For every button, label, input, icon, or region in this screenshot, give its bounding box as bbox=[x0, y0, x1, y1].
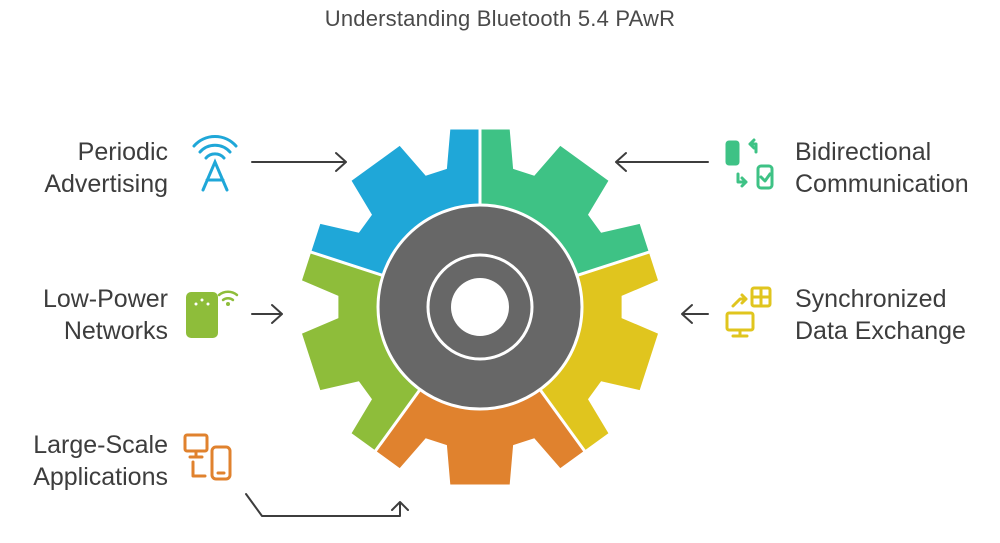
segment-divider bbox=[537, 387, 590, 457]
arrow-large-scale bbox=[245, 493, 409, 517]
segment-divider bbox=[304, 248, 386, 278]
arrow-bidirectional bbox=[615, 152, 709, 172]
multi-device-icon bbox=[183, 433, 232, 481]
wifi-device-icon bbox=[186, 290, 239, 338]
antenna-icon bbox=[192, 135, 238, 192]
segment-divider bbox=[574, 248, 656, 278]
segment-divider bbox=[370, 387, 423, 457]
connector-arrows bbox=[245, 152, 709, 517]
diagram-title: Understanding Bluetooth 5.4 PAwR bbox=[324, 6, 676, 31]
label-bidirectional-communication: Bidirectional Communication bbox=[795, 138, 969, 198]
gear-segment-orange bbox=[327, 307, 633, 485]
label-periodic-advertising: Periodic Advertising bbox=[44, 138, 168, 198]
label-large-scale-applications: Large-Scale Applications bbox=[33, 431, 168, 491]
hub-ring bbox=[426, 253, 534, 361]
gear-dividers bbox=[304, 123, 656, 457]
label-low-power-networks: Low-Power Networks bbox=[42, 285, 168, 345]
monitor-sync-icon bbox=[725, 286, 772, 338]
label-synchronized-data-exchange: Synchronized Data Exchange bbox=[795, 285, 966, 345]
arrow-periodic bbox=[251, 152, 347, 172]
phone-exchange-icon bbox=[725, 138, 774, 190]
arrow-low-power bbox=[251, 304, 283, 324]
hub-hole bbox=[451, 278, 509, 336]
arrow-synchronized bbox=[681, 304, 709, 324]
